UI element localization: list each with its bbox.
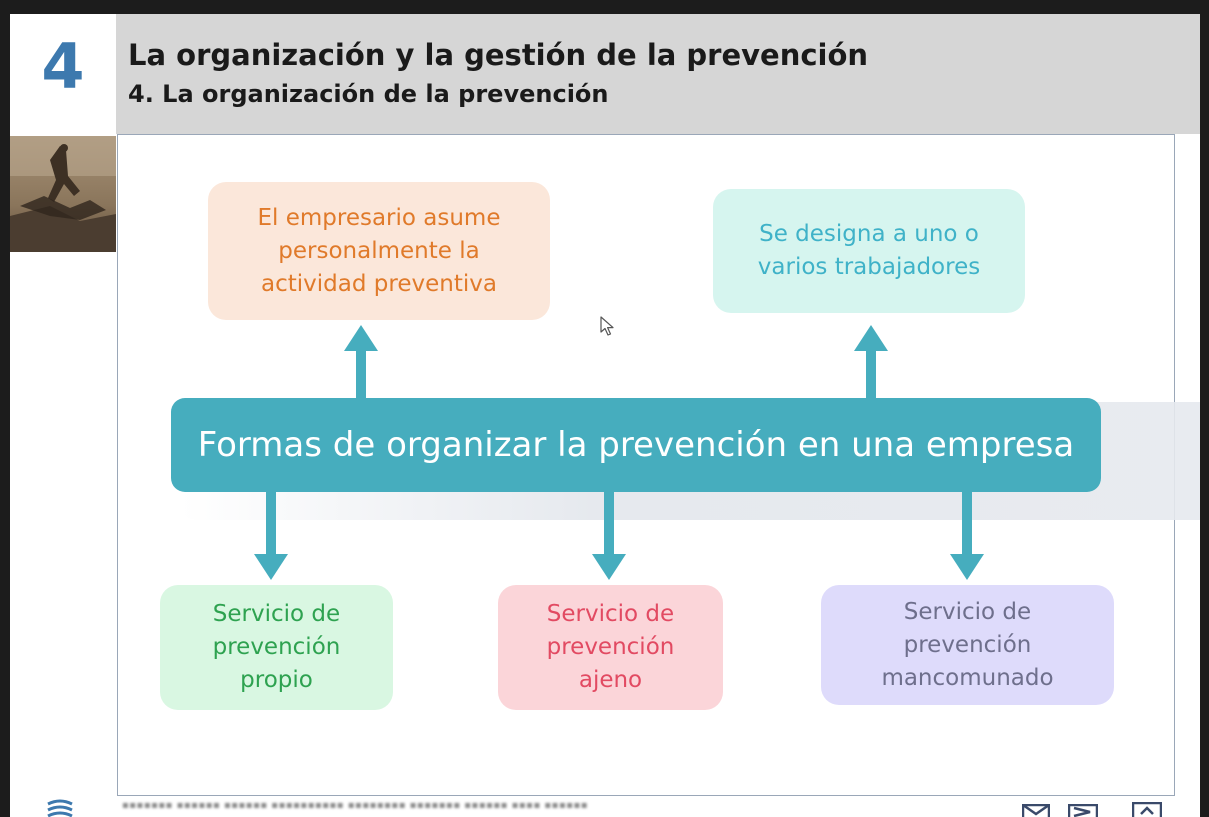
- arrow-up-right: [854, 325, 888, 399]
- slide-subtitle: 4. La organización de la prevención: [128, 80, 609, 108]
- node-trabajadores-designados: Se designa a uno o varios trabajadores: [713, 189, 1025, 313]
- send-icon[interactable]: [1068, 804, 1098, 817]
- node-empresario-text: El empresario asume personalmente la act…: [257, 204, 501, 297]
- node-servicio-mancomunado-text: Servicio de prevención mancomunado: [881, 598, 1054, 691]
- slide-header: La organización y la gestión de la preve…: [116, 14, 1200, 134]
- unit-number-area: 4: [10, 14, 116, 136]
- header-photo-image: [10, 136, 116, 252]
- stack-logo-icon: [47, 799, 73, 817]
- mail-icon[interactable]: [1022, 804, 1050, 817]
- arrow-up-left: [344, 325, 378, 399]
- window-frame-left: [0, 0, 10, 817]
- node-servicio-ajeno-text: Servicio de prevención ajeno: [546, 601, 675, 693]
- node-trabajadores-designados-text: Se designa a uno o varios trabajadores: [757, 221, 981, 280]
- home-icon[interactable]: [1132, 802, 1162, 817]
- diagram-arrows: [254, 325, 984, 580]
- node-servicio-propio: Servicio de prevención propio: [160, 585, 393, 710]
- node-central: Formas de organizar la prevención en una…: [171, 398, 1101, 492]
- slide-footer: ▪▪▪▪▪▪▪ ▪▪▪▪▪▪ ▪▪▪▪▪▪ ▪▪▪▪▪▪▪▪▪▪ ▪▪▪▪▪▪▪…: [10, 796, 1200, 817]
- arrow-down-right: [950, 492, 984, 580]
- node-central-text: Formas de organizar la prevención en una…: [197, 424, 1075, 465]
- mouse-cursor-icon: [600, 316, 614, 336]
- arrow-down-left: [254, 492, 288, 580]
- arrow-down-center: [592, 492, 626, 580]
- node-servicio-propio-text: Servicio de prevención propio: [212, 601, 341, 693]
- slide-title: La organización y la gestión de la preve…: [128, 38, 869, 72]
- window-frame-right: [1200, 0, 1209, 817]
- window-frame-top: [0, 0, 1209, 14]
- header-photo: [10, 136, 116, 252]
- unit-number: 4: [41, 30, 85, 103]
- footer-legal-text: ▪▪▪▪▪▪▪ ▪▪▪▪▪▪ ▪▪▪▪▪▪ ▪▪▪▪▪▪▪▪▪▪ ▪▪▪▪▪▪▪…: [122, 800, 589, 811]
- node-empresario: El empresario asume personalmente la act…: [208, 182, 550, 320]
- node-servicio-mancomunado: Servicio de prevención mancomunado: [821, 585, 1114, 705]
- node-servicio-ajeno: Servicio de prevención ajeno: [498, 585, 723, 710]
- slide: 4 La organización y la gestión de la pre…: [10, 14, 1200, 817]
